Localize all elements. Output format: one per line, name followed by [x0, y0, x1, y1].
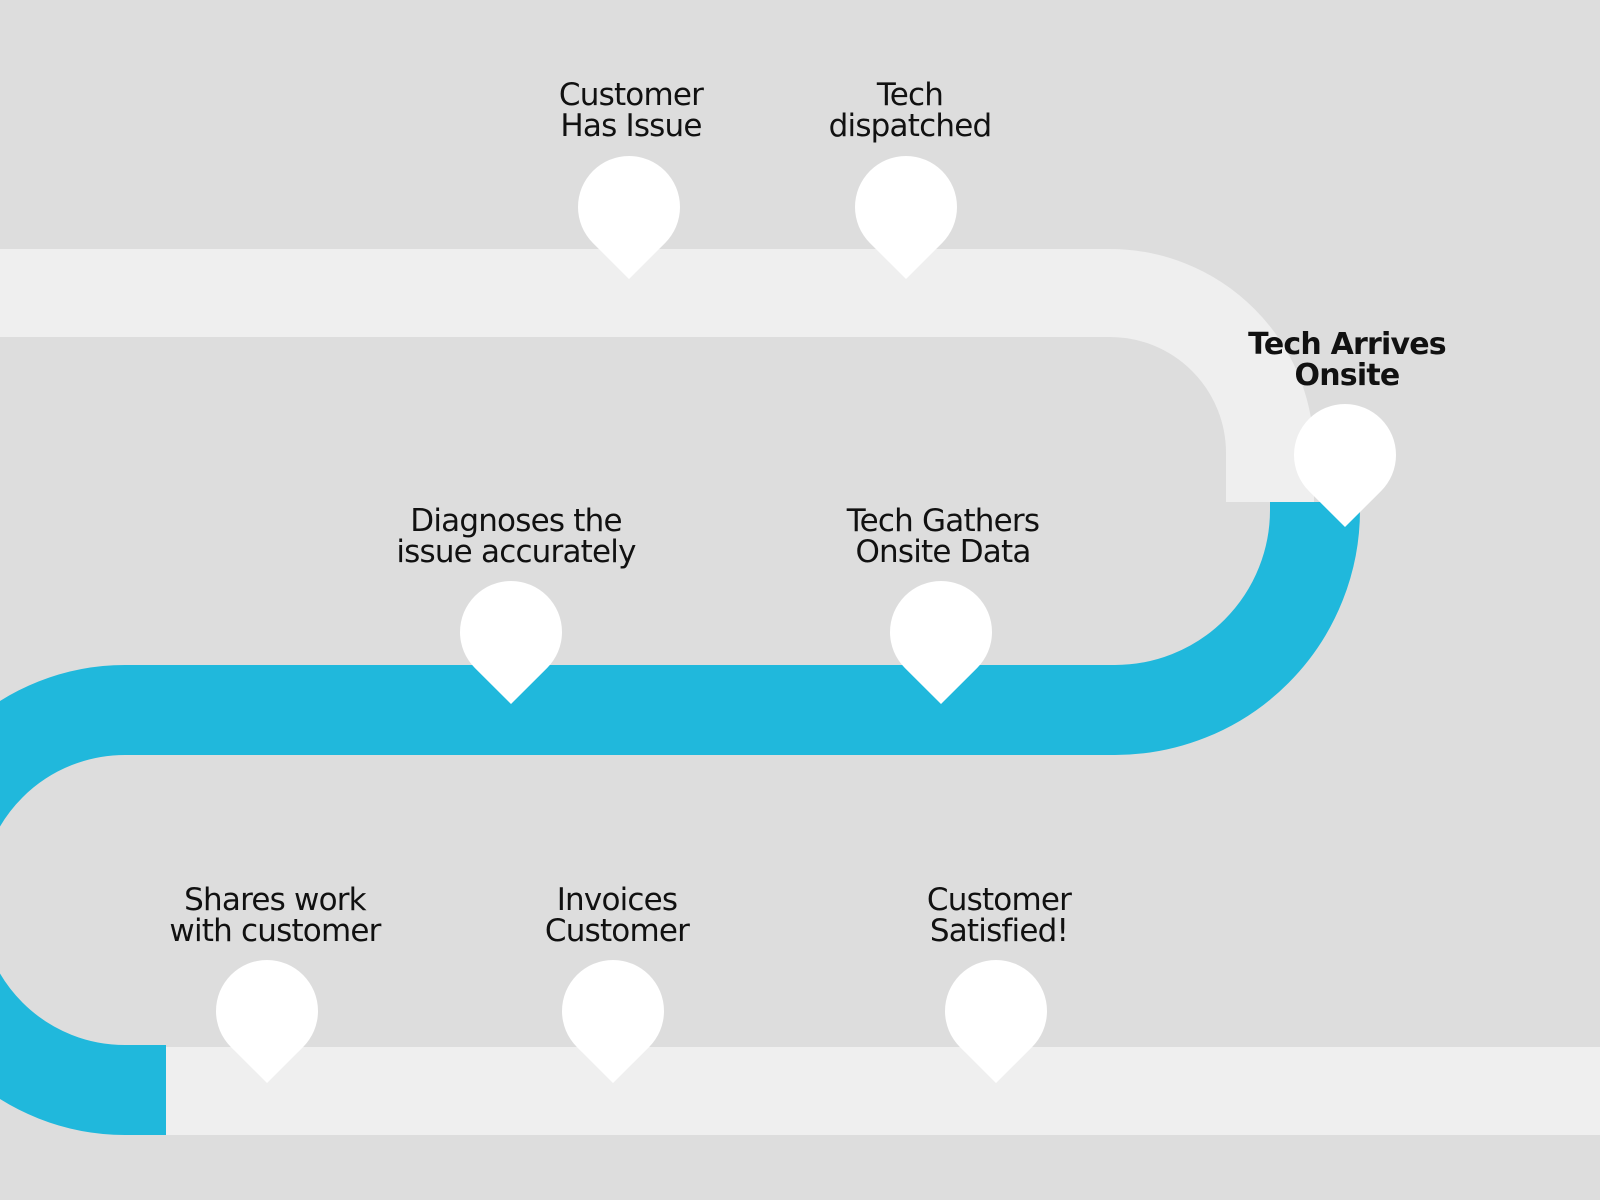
label-customer-satisfied: Customer Satisfied!: [926, 882, 1072, 949]
pin-tech-dispatched: [855, 156, 957, 279]
label-tech-arrives-onsite: Tech Arrives Onsite: [1248, 327, 1446, 393]
pin-diagnoses-issue: [460, 581, 562, 704]
pin-shares-work: [216, 960, 318, 1083]
label-tech-dispatched: Tech dispatched: [828, 77, 993, 144]
pin-tech-arrives-onsite: [1294, 404, 1396, 527]
label-customer-has-issue: Customer Has Issue: [558, 77, 704, 144]
road-segment-top: [0, 249, 1314, 502]
road-segment-middle: [0, 502, 1360, 1135]
label-diagnoses-issue: Diagnoses the issue accurately: [396, 503, 636, 570]
label-tech-gathers-onsite-data: Tech Gathers Onsite Data: [846, 503, 1040, 570]
label-invoices-customer: Invoices Customer: [544, 882, 690, 949]
pin-tech-gathers-onsite-data: [890, 581, 992, 704]
pin-invoices-customer: [562, 960, 664, 1083]
pin-customer-satisfied: [945, 960, 1047, 1083]
pin-customer-has-issue: [578, 156, 680, 279]
pin-group: [216, 156, 1396, 1083]
label-shares-work: Shares work with customer: [169, 882, 381, 949]
